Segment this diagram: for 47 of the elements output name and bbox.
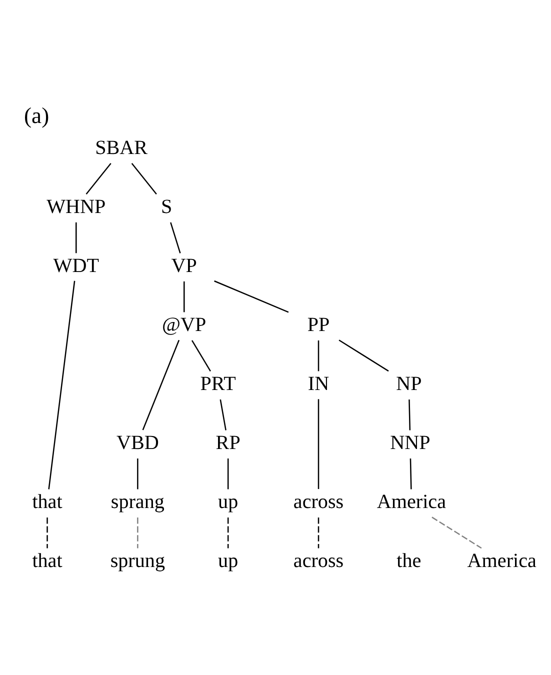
connector [410,458,412,489]
node-text: PRT [200,372,236,394]
node-text: America [376,490,446,512]
connector [318,398,320,489]
connector [142,339,180,430]
connector [318,340,320,371]
connector [432,516,482,548]
node-text: WDT [53,254,99,276]
node-text: America [467,549,536,572]
node-text: VP [171,254,197,276]
node-text: the [396,549,422,572]
node-text: sprung [110,549,166,572]
node-text: S [160,195,172,218]
connector [137,517,138,548]
connector [184,280,185,312]
connector [170,222,181,253]
node-text: RP [216,431,240,454]
connector [137,458,138,489]
node-text: SBAR [95,136,148,158]
node-text: up [218,549,238,572]
connector [318,517,320,548]
node-text: NP [396,372,422,394]
node-text: that [32,490,62,512]
connector [338,339,389,372]
node-text: up [218,490,238,512]
connector [76,222,77,253]
connector [214,280,289,312]
connector [408,398,411,430]
connector [46,517,48,548]
node-text: across [293,549,344,572]
connector [227,458,229,489]
node-text: @VP [162,313,206,336]
node-text: across [293,490,344,512]
connector [220,398,226,430]
node-text: sprang [110,490,164,512]
node-text: IN [308,372,330,394]
node-text: VBD [116,431,159,454]
connector [227,517,229,548]
node-text: that [32,549,62,572]
connector [131,162,157,194]
connector [191,340,211,372]
node-text: NNP [390,431,430,454]
node-text: PP [307,313,330,336]
connector [48,280,76,489]
diagram-title: (a) [24,102,50,128]
connector [86,162,112,194]
node-text: WHNP [46,195,106,218]
